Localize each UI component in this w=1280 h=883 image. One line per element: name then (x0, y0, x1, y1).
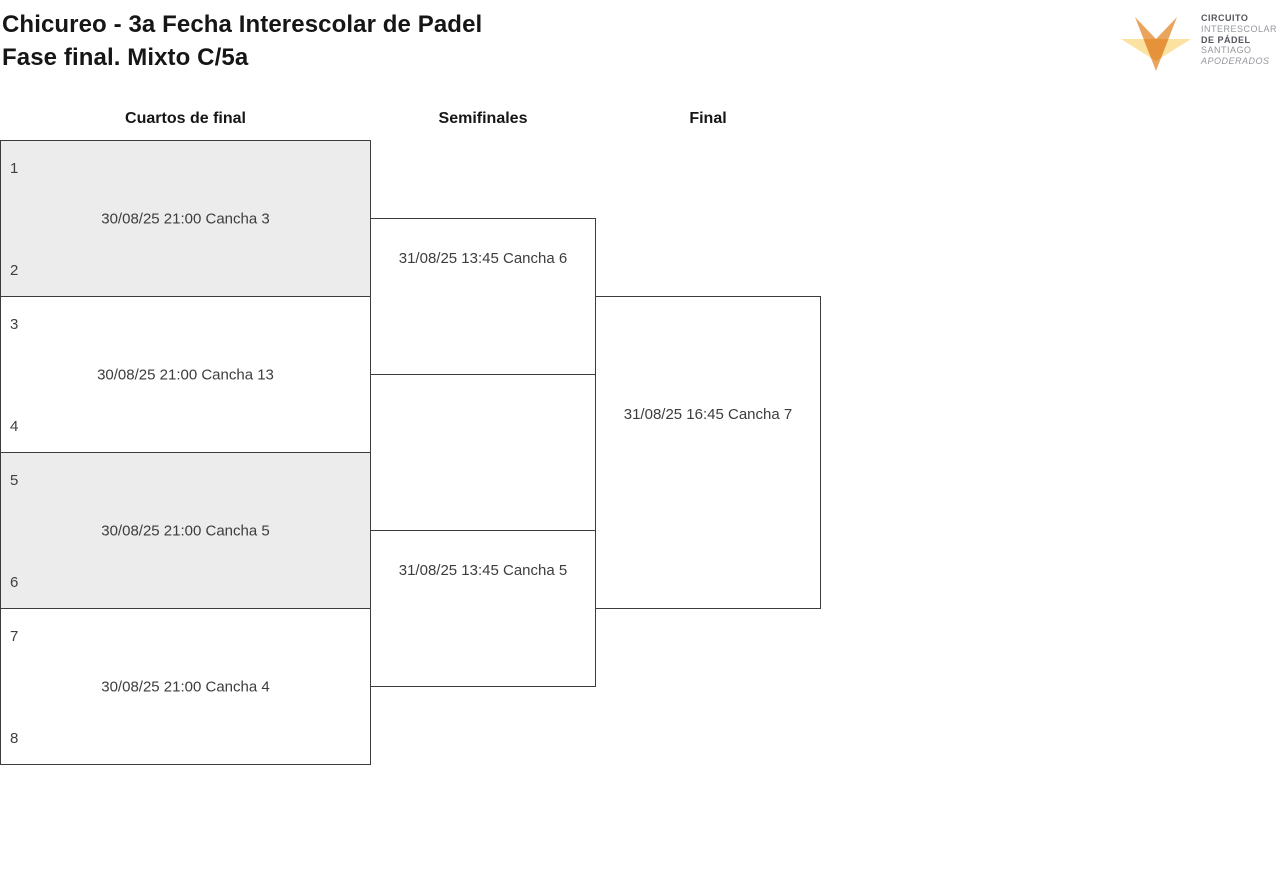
brand-line-interescolar: INTERESCOLAR (1201, 23, 1278, 34)
seed-label: 3 (10, 316, 19, 333)
seed-label: 4 (10, 418, 19, 435)
seed-label: 2 (10, 262, 19, 279)
match-schedule: 30/08/25 21:00 Cancha 4 (101, 678, 270, 695)
page-title-line-1: Chicureo - 3a Fecha Interescolar de Pade… (2, 11, 483, 38)
padel-circuit-logo-icon (1121, 17, 1191, 71)
seed-label: 1 (10, 160, 19, 177)
round-header-cuartos-de-final: Cuartos de final (125, 110, 246, 127)
brand-line-de-padel: DE PÁDEL (1201, 34, 1251, 45)
brand-logo: CIRCUITO INTERESCOLAR DE PÁDEL SANTIAGO … (1119, 11, 1277, 73)
quarterfinal-match-4[interactable]: 7 30/08/25 21:00 Cancha 4 8 (0, 608, 371, 765)
match-schedule: 30/08/25 21:00 Cancha 13 (97, 366, 274, 383)
match-schedule: 30/08/25 21:00 Cancha 3 (101, 210, 270, 227)
seed-label: 5 (10, 472, 19, 489)
quarterfinal-match-1[interactable]: 1 30/08/25 21:00 Cancha 3 2 (0, 140, 371, 297)
round-header-semifinales: Semifinales (438, 110, 528, 127)
brand-line-apoderados: APODERADOS (1201, 56, 1270, 67)
brand-logo-text: CIRCUITO INTERESCOLAR DE PÁDEL SANTIAGO … (1201, 13, 1277, 67)
brand-line-circuito: CIRCUITO (1201, 13, 1249, 23)
match-schedule: 30/08/25 21:00 Cancha 5 (101, 522, 270, 539)
seed-label: 7 (10, 628, 19, 645)
quarterfinal-match-3[interactable]: 5 30/08/25 21:00 Cancha 5 6 (0, 452, 371, 609)
brand-line-santiago: SANTIAGO (1201, 45, 1252, 56)
quarterfinal-match-2[interactable]: 3 30/08/25 21:00 Cancha 13 4 (0, 296, 371, 453)
seed-label: 6 (10, 574, 19, 591)
semifinal-match-1[interactable]: 31/08/25 13:45 Cancha 6 (370, 218, 596, 375)
match-schedule: 31/08/25 16:45 Cancha 7 (623, 406, 793, 423)
seed-label: 8 (10, 730, 19, 747)
page-title: Chicureo - 3a Fecha Interescolar de Pade… (2, 8, 482, 74)
round-header-final: Final (689, 110, 727, 127)
match-schedule: 31/08/25 13:45 Cancha 6 (398, 250, 568, 267)
semifinal-match-2[interactable]: 31/08/25 13:45 Cancha 5 (370, 530, 596, 687)
page-title-line-2: Fase final. Mixto C/5a (2, 44, 249, 71)
final-match[interactable]: 31/08/25 16:45 Cancha 7 (595, 296, 821, 609)
match-schedule: 31/08/25 13:45 Cancha 5 (398, 562, 568, 579)
